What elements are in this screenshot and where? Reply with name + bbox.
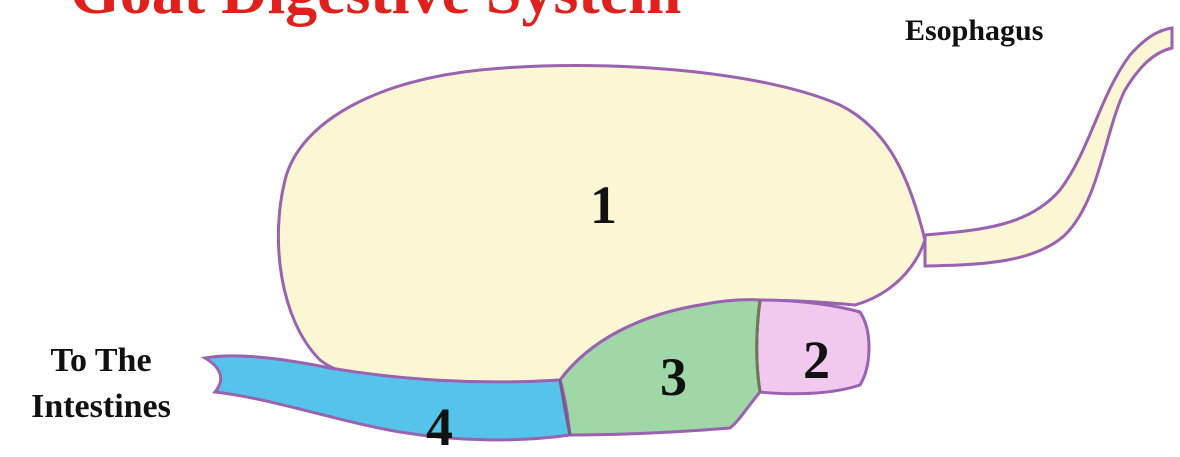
intestines-label: To The Intestines [6,338,196,430]
intestines-label-text: To The Intestines [31,342,171,425]
compartment-4-number: 4 [426,400,453,454]
esophagus-label: Esophagus [905,14,1043,48]
esophagus-tube [925,28,1172,266]
compartment-3-number: 3 [660,350,687,404]
compartment-2-number: 2 [803,333,830,387]
diagram-title: Goat Digestive System [70,0,681,24]
compartment-1-number: 1 [590,178,617,232]
